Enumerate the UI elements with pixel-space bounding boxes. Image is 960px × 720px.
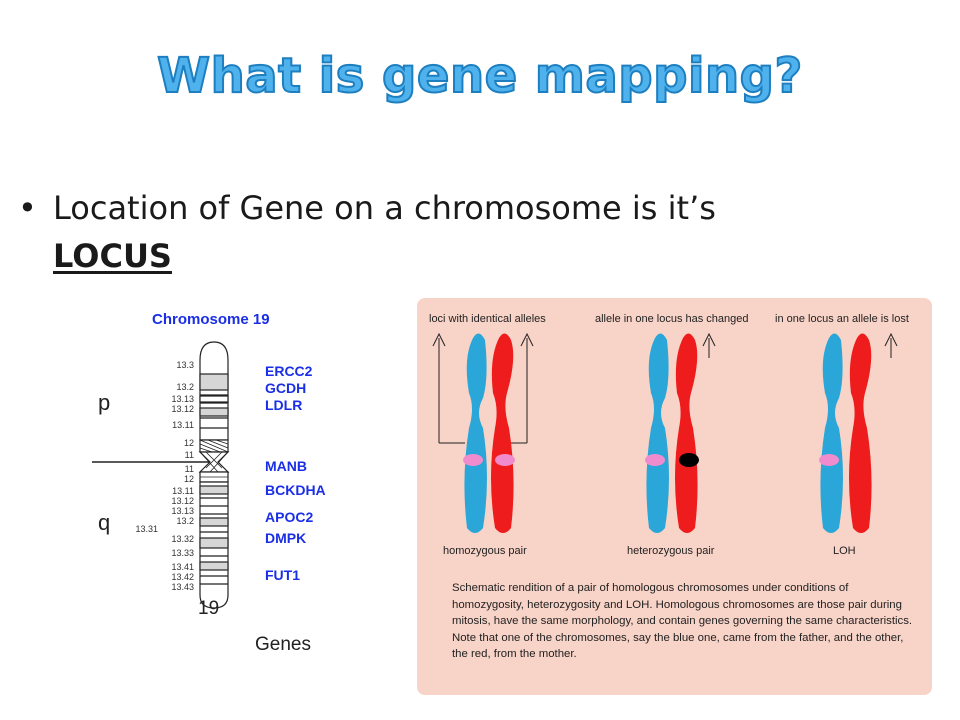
band-label: 11: [185, 450, 194, 460]
changed-allele-marker: [679, 453, 699, 467]
chromosome-body: [198, 341, 230, 609]
gene-label: BCKDHA: [265, 482, 326, 498]
chromosome-19-ideogram: Chromosome 19 p q 13.3 13.2 13.1: [92, 311, 326, 655]
band-side-label: 13.31: [135, 524, 158, 534]
label-allele-lost: in one locus an allele is lost: [775, 313, 909, 325]
slide-title: What is gene mapping?: [156, 47, 803, 105]
band-labels-p: 13.3 13.2 13.13 13.12 13.11 12 11: [171, 360, 194, 460]
band-label: 13.13: [171, 506, 194, 516]
band-label: 13.43: [171, 582, 194, 592]
schematic-caption: Schematic rendition of a pair of homolog…: [452, 582, 913, 660]
locus-marker: [819, 454, 839, 466]
band-label: 13.42: [171, 572, 194, 582]
gene-label: MANB: [265, 458, 307, 474]
gene-label: FUT1: [265, 567, 300, 583]
band-label: 12: [184, 438, 194, 448]
band-label: 13.33: [171, 548, 194, 558]
locus-marker: [495, 454, 515, 466]
band-label: 11: [185, 464, 194, 474]
band-label: 13.11: [172, 420, 194, 430]
label-identical-alleles: loci with identical alleles: [429, 313, 546, 325]
band-label: 13.32: [171, 534, 194, 544]
gene-label: APOC2: [265, 509, 313, 525]
gene-label: LDLR: [265, 397, 302, 413]
band-labels-q: 11 12 13.11 13.12 13.13 13.2 13.32 13.33…: [135, 464, 194, 592]
locus-marker: [645, 454, 665, 466]
band-label: 12: [184, 474, 194, 484]
homologous-chromosomes-schematic: loci with identical alleles allele in on…: [429, 313, 909, 557]
band-label: 13.2: [176, 516, 194, 526]
label-allele-changed: allele in one locus has changed: [595, 313, 749, 325]
locus-marker: [463, 454, 483, 466]
ideogram-title: Chromosome 19: [152, 311, 270, 328]
heterozygous-pair-diagram: [645, 332, 716, 533]
loh-pair-diagram: [819, 332, 898, 533]
gene-list: ERCC2 GCDH LDLR MANB BCKDHA APOC2 DMPK F…: [265, 363, 326, 583]
band-label: 13.41: [171, 562, 194, 572]
band-label: 13.3: [176, 360, 194, 370]
gene-label: GCDH: [265, 380, 306, 396]
bullet-text-block: Location of Gene on a chromosome is it’s…: [53, 184, 838, 280]
band-label: 13.2: [176, 382, 194, 392]
bullet-text: Location of Gene on a chromosome is it’s: [53, 189, 716, 227]
gene-label: ERCC2: [265, 363, 313, 379]
locus-keyword: LOCUS: [53, 237, 172, 275]
bullet-glyph: •: [18, 189, 37, 227]
band-label: 13.11: [172, 486, 194, 496]
bullet-item: • Location of Gene on a chromosome is it…: [18, 184, 838, 280]
chromosome-number: 19: [198, 598, 219, 619]
label-loh: LOH: [833, 545, 856, 557]
gene-label: DMPK: [265, 530, 306, 546]
p-arm-label: p: [98, 390, 110, 415]
band-label: 13.13: [171, 394, 194, 404]
band-label: 13.12: [171, 404, 194, 414]
homozygous-pair-diagram: [432, 332, 534, 533]
q-arm-label: q: [98, 510, 110, 535]
label-heterozygous-pair: heterozygous pair: [627, 545, 715, 557]
genes-footer: Genes: [255, 634, 311, 655]
label-homozygous-pair: homozygous pair: [443, 545, 527, 557]
band-label: 13.12: [171, 496, 194, 506]
